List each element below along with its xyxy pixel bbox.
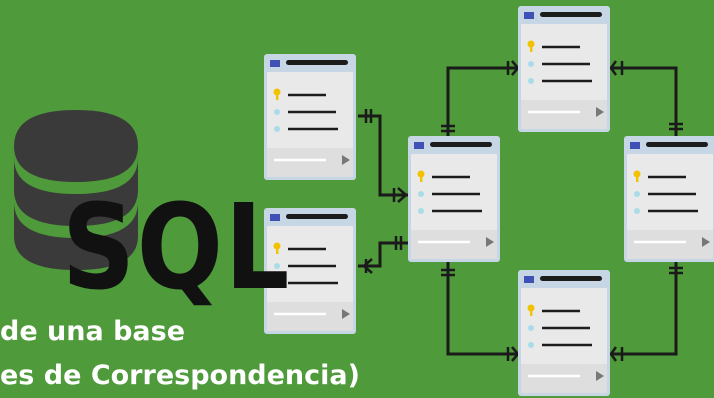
entity-table-bottom	[518, 270, 610, 396]
entity-table-left-bottom	[264, 208, 356, 334]
table-header-icon	[524, 12, 534, 19]
table-header-bar	[286, 60, 348, 65]
field-dot	[274, 263, 280, 269]
table-header-bar	[430, 142, 492, 147]
field-dot	[634, 191, 640, 197]
table-header-bar	[540, 12, 602, 17]
field-dot	[274, 126, 280, 132]
caption-line-1: de una base	[0, 316, 186, 347]
connector-bottom-right	[610, 262, 678, 356]
table-footer	[521, 100, 607, 129]
table-header-bar	[646, 142, 708, 147]
sql-logo-text: SQL	[62, 178, 292, 316]
field-dot	[274, 109, 280, 115]
field-dot	[528, 61, 534, 67]
play-arrow-icon	[596, 371, 604, 381]
cardinality-marks	[362, 60, 683, 362]
entity-table-top	[518, 6, 610, 132]
entity-table-center	[408, 136, 500, 262]
table-header-icon	[524, 276, 534, 283]
key-icon	[417, 170, 425, 182]
play-arrow-icon	[342, 309, 350, 319]
connector-center-top	[446, 66, 518, 136]
key-icon	[527, 304, 535, 316]
connector-center-bottom	[446, 262, 518, 356]
table-footer	[267, 148, 353, 177]
play-arrow-icon	[702, 237, 710, 247]
connector-left-bottom	[358, 241, 408, 268]
connector-left-top	[358, 114, 408, 197]
play-arrow-icon	[342, 155, 350, 165]
table-header-bar	[286, 214, 348, 219]
table-header-icon	[630, 142, 640, 149]
table-header-bar	[540, 276, 602, 281]
table-header-icon	[414, 142, 424, 149]
play-arrow-icon	[486, 237, 494, 247]
table-footer	[267, 302, 353, 331]
entity-table-right	[624, 136, 714, 262]
field-dot	[528, 325, 534, 331]
table-footer	[411, 230, 497, 259]
key-icon	[527, 40, 535, 52]
field-dot	[418, 191, 424, 197]
entity-table-left-top	[264, 54, 356, 180]
table-footer	[521, 364, 607, 393]
field-dot	[528, 342, 534, 348]
field-dot	[528, 78, 534, 84]
connector-top-right	[610, 66, 678, 136]
key-icon	[273, 242, 281, 254]
key-icon	[633, 170, 641, 182]
caption-line-2: es de Correspondencia)	[0, 360, 360, 391]
play-arrow-icon	[596, 107, 604, 117]
field-dot	[634, 208, 640, 214]
database-icon	[14, 110, 138, 270]
table-header-icon	[270, 60, 280, 67]
field-dot	[274, 280, 280, 286]
table-header-icon	[270, 214, 280, 221]
key-icon	[273, 88, 281, 100]
field-dot	[418, 208, 424, 214]
entity-tables	[264, 6, 714, 396]
table-footer	[627, 230, 713, 259]
